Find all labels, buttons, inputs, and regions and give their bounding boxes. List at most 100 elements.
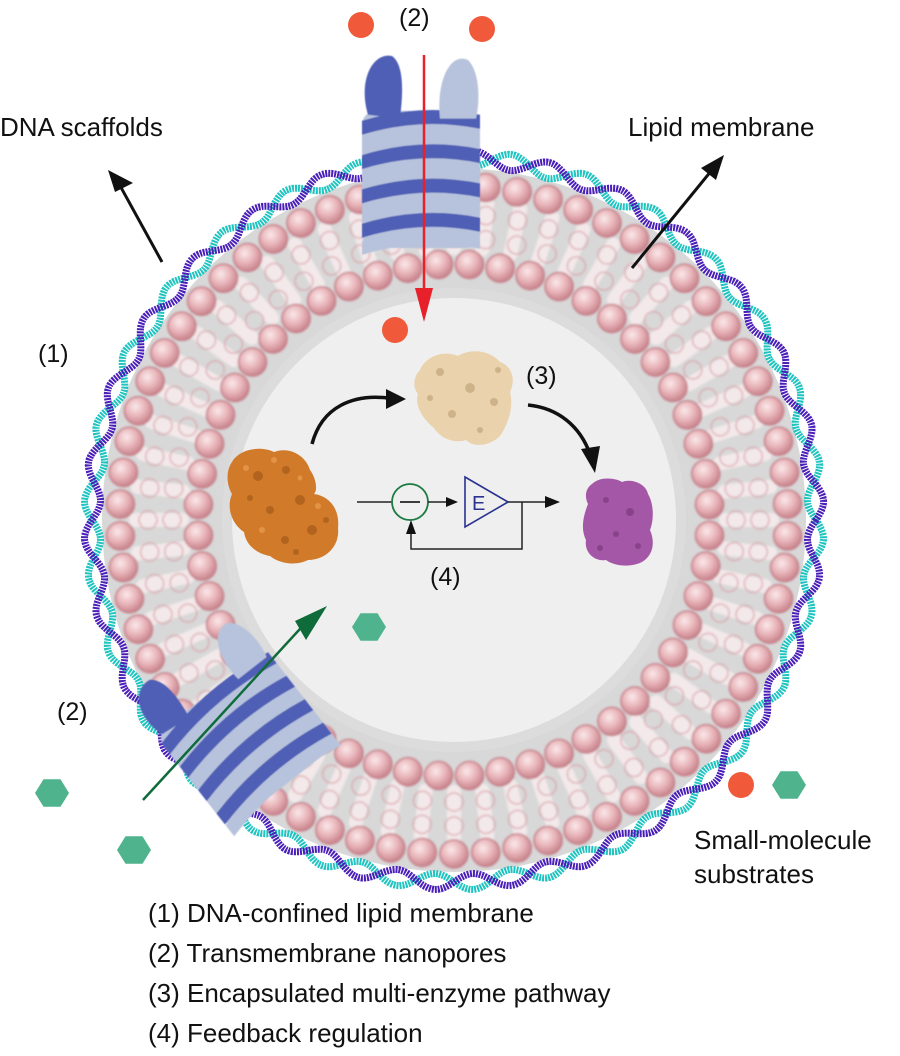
lipid-head xyxy=(763,583,794,614)
lipid-head xyxy=(772,521,803,551)
lipid-head xyxy=(691,286,722,317)
lipid-head xyxy=(694,520,725,551)
lipid-head xyxy=(533,825,563,856)
lipid-head xyxy=(423,249,454,280)
lipid-head xyxy=(620,324,650,354)
lipid-head xyxy=(393,757,423,787)
substrate-circle-legend xyxy=(728,772,754,798)
lipid-head xyxy=(592,802,622,832)
lipid-head xyxy=(769,457,800,488)
lipid-head xyxy=(597,303,627,334)
lipid-head xyxy=(592,208,622,238)
lipid-head xyxy=(232,242,263,273)
lipid-head xyxy=(286,208,316,238)
lipid-head xyxy=(281,303,311,334)
lipid-head xyxy=(123,614,154,644)
lipid-head xyxy=(205,400,236,430)
lipid-head xyxy=(691,459,721,489)
lipid-head xyxy=(769,552,800,583)
legend-item-1: (1) DNA-confined lipid membrane xyxy=(148,898,534,928)
lipid-head xyxy=(123,396,154,426)
substrate-hexagon-legend xyxy=(772,771,806,799)
lipid-head xyxy=(743,366,773,397)
lipid-head xyxy=(711,311,741,342)
lipid-head xyxy=(454,249,485,280)
lipid-head xyxy=(669,746,700,777)
lipid-head xyxy=(108,552,139,583)
lipid-head xyxy=(658,637,688,668)
lipid-head xyxy=(167,311,197,342)
lipid-head xyxy=(620,686,650,716)
lipid-head xyxy=(135,643,165,674)
lipid-head xyxy=(515,749,545,780)
feedback-circuit: E xyxy=(357,475,560,550)
red-arrowhead-icon xyxy=(415,288,433,322)
lipid-head xyxy=(691,551,721,581)
lipid-head xyxy=(571,286,602,316)
lipid-head xyxy=(183,489,214,520)
enzyme-3-purple xyxy=(582,478,653,566)
lipid-head xyxy=(363,749,393,780)
label-dna-scaffolds: DNA scaffolds xyxy=(0,112,163,142)
lipid-head xyxy=(237,347,268,377)
substrate-hexagon-left xyxy=(35,779,69,807)
label-marker-2-top: (2) xyxy=(399,4,430,32)
lipid-head xyxy=(187,551,217,581)
lipid-head xyxy=(114,583,145,614)
vesicle-lumen xyxy=(232,298,676,742)
legend-item-2: (2) Transmembrane nanopores xyxy=(148,938,507,968)
lipid-head xyxy=(619,786,650,816)
lipid-head xyxy=(669,263,700,294)
substrate-circle-top-left xyxy=(348,12,374,38)
lipid-head xyxy=(194,581,225,611)
enzyme-2-tan xyxy=(414,351,513,445)
lipid-head xyxy=(135,366,165,397)
lipid-head xyxy=(691,723,722,754)
lipid-head xyxy=(743,643,773,674)
lipid-head xyxy=(711,698,741,729)
lipid-head xyxy=(563,195,593,225)
lipid-head xyxy=(485,253,515,283)
lipid-head xyxy=(754,396,785,426)
lipid-head xyxy=(114,426,145,457)
lipid-head xyxy=(640,663,671,693)
amplifier-icon xyxy=(464,475,510,529)
dna-scaffolds-arrowhead-icon xyxy=(108,170,133,192)
pathway-arrowhead-2-icon xyxy=(581,446,600,473)
enzyme-1-orange xyxy=(227,448,339,564)
legend: (1) DNA-confined lipid membrane (2) Tran… xyxy=(148,893,610,1053)
lipid-head xyxy=(658,372,688,403)
lipid-head xyxy=(439,839,469,869)
lipid-head xyxy=(376,833,406,863)
lipid-head xyxy=(108,457,139,488)
substrate-hexagon-inside xyxy=(352,613,386,641)
lipid-head xyxy=(728,338,759,368)
lipid-head xyxy=(186,286,217,317)
lipid-head xyxy=(286,802,316,832)
lipid-head xyxy=(544,738,574,769)
substrate-circle-top-right xyxy=(469,16,495,42)
lipid-head xyxy=(571,724,602,754)
lipid-head xyxy=(393,253,423,283)
lipid-membrane-pointer-arrow xyxy=(630,164,718,269)
green-arrowhead-icon xyxy=(295,606,327,640)
lipid-head xyxy=(533,184,563,215)
pathway-arrow-2 xyxy=(527,403,592,455)
green-transport-arrow xyxy=(142,617,311,801)
lipid-head xyxy=(754,614,785,644)
lipid-head xyxy=(220,372,250,403)
nanopore-bottom-left xyxy=(139,622,341,837)
lipid-head xyxy=(315,815,345,845)
lipid-head xyxy=(645,242,676,273)
lipid-head xyxy=(672,400,703,430)
label-marker-4: (4) xyxy=(430,563,461,591)
lipid-head xyxy=(544,271,574,302)
legend-item-4: (4) Feedback regulation xyxy=(148,1018,423,1048)
lipid-head xyxy=(363,260,393,291)
substrate-hexagon-bottom-left xyxy=(117,836,151,864)
lipid-head xyxy=(563,815,593,845)
lipid-head xyxy=(334,271,364,302)
legend-item-3: (3) Encapsulated multi-enzyme pathway xyxy=(148,978,611,1008)
lipid-head xyxy=(334,738,364,769)
lipid-head xyxy=(683,581,714,611)
